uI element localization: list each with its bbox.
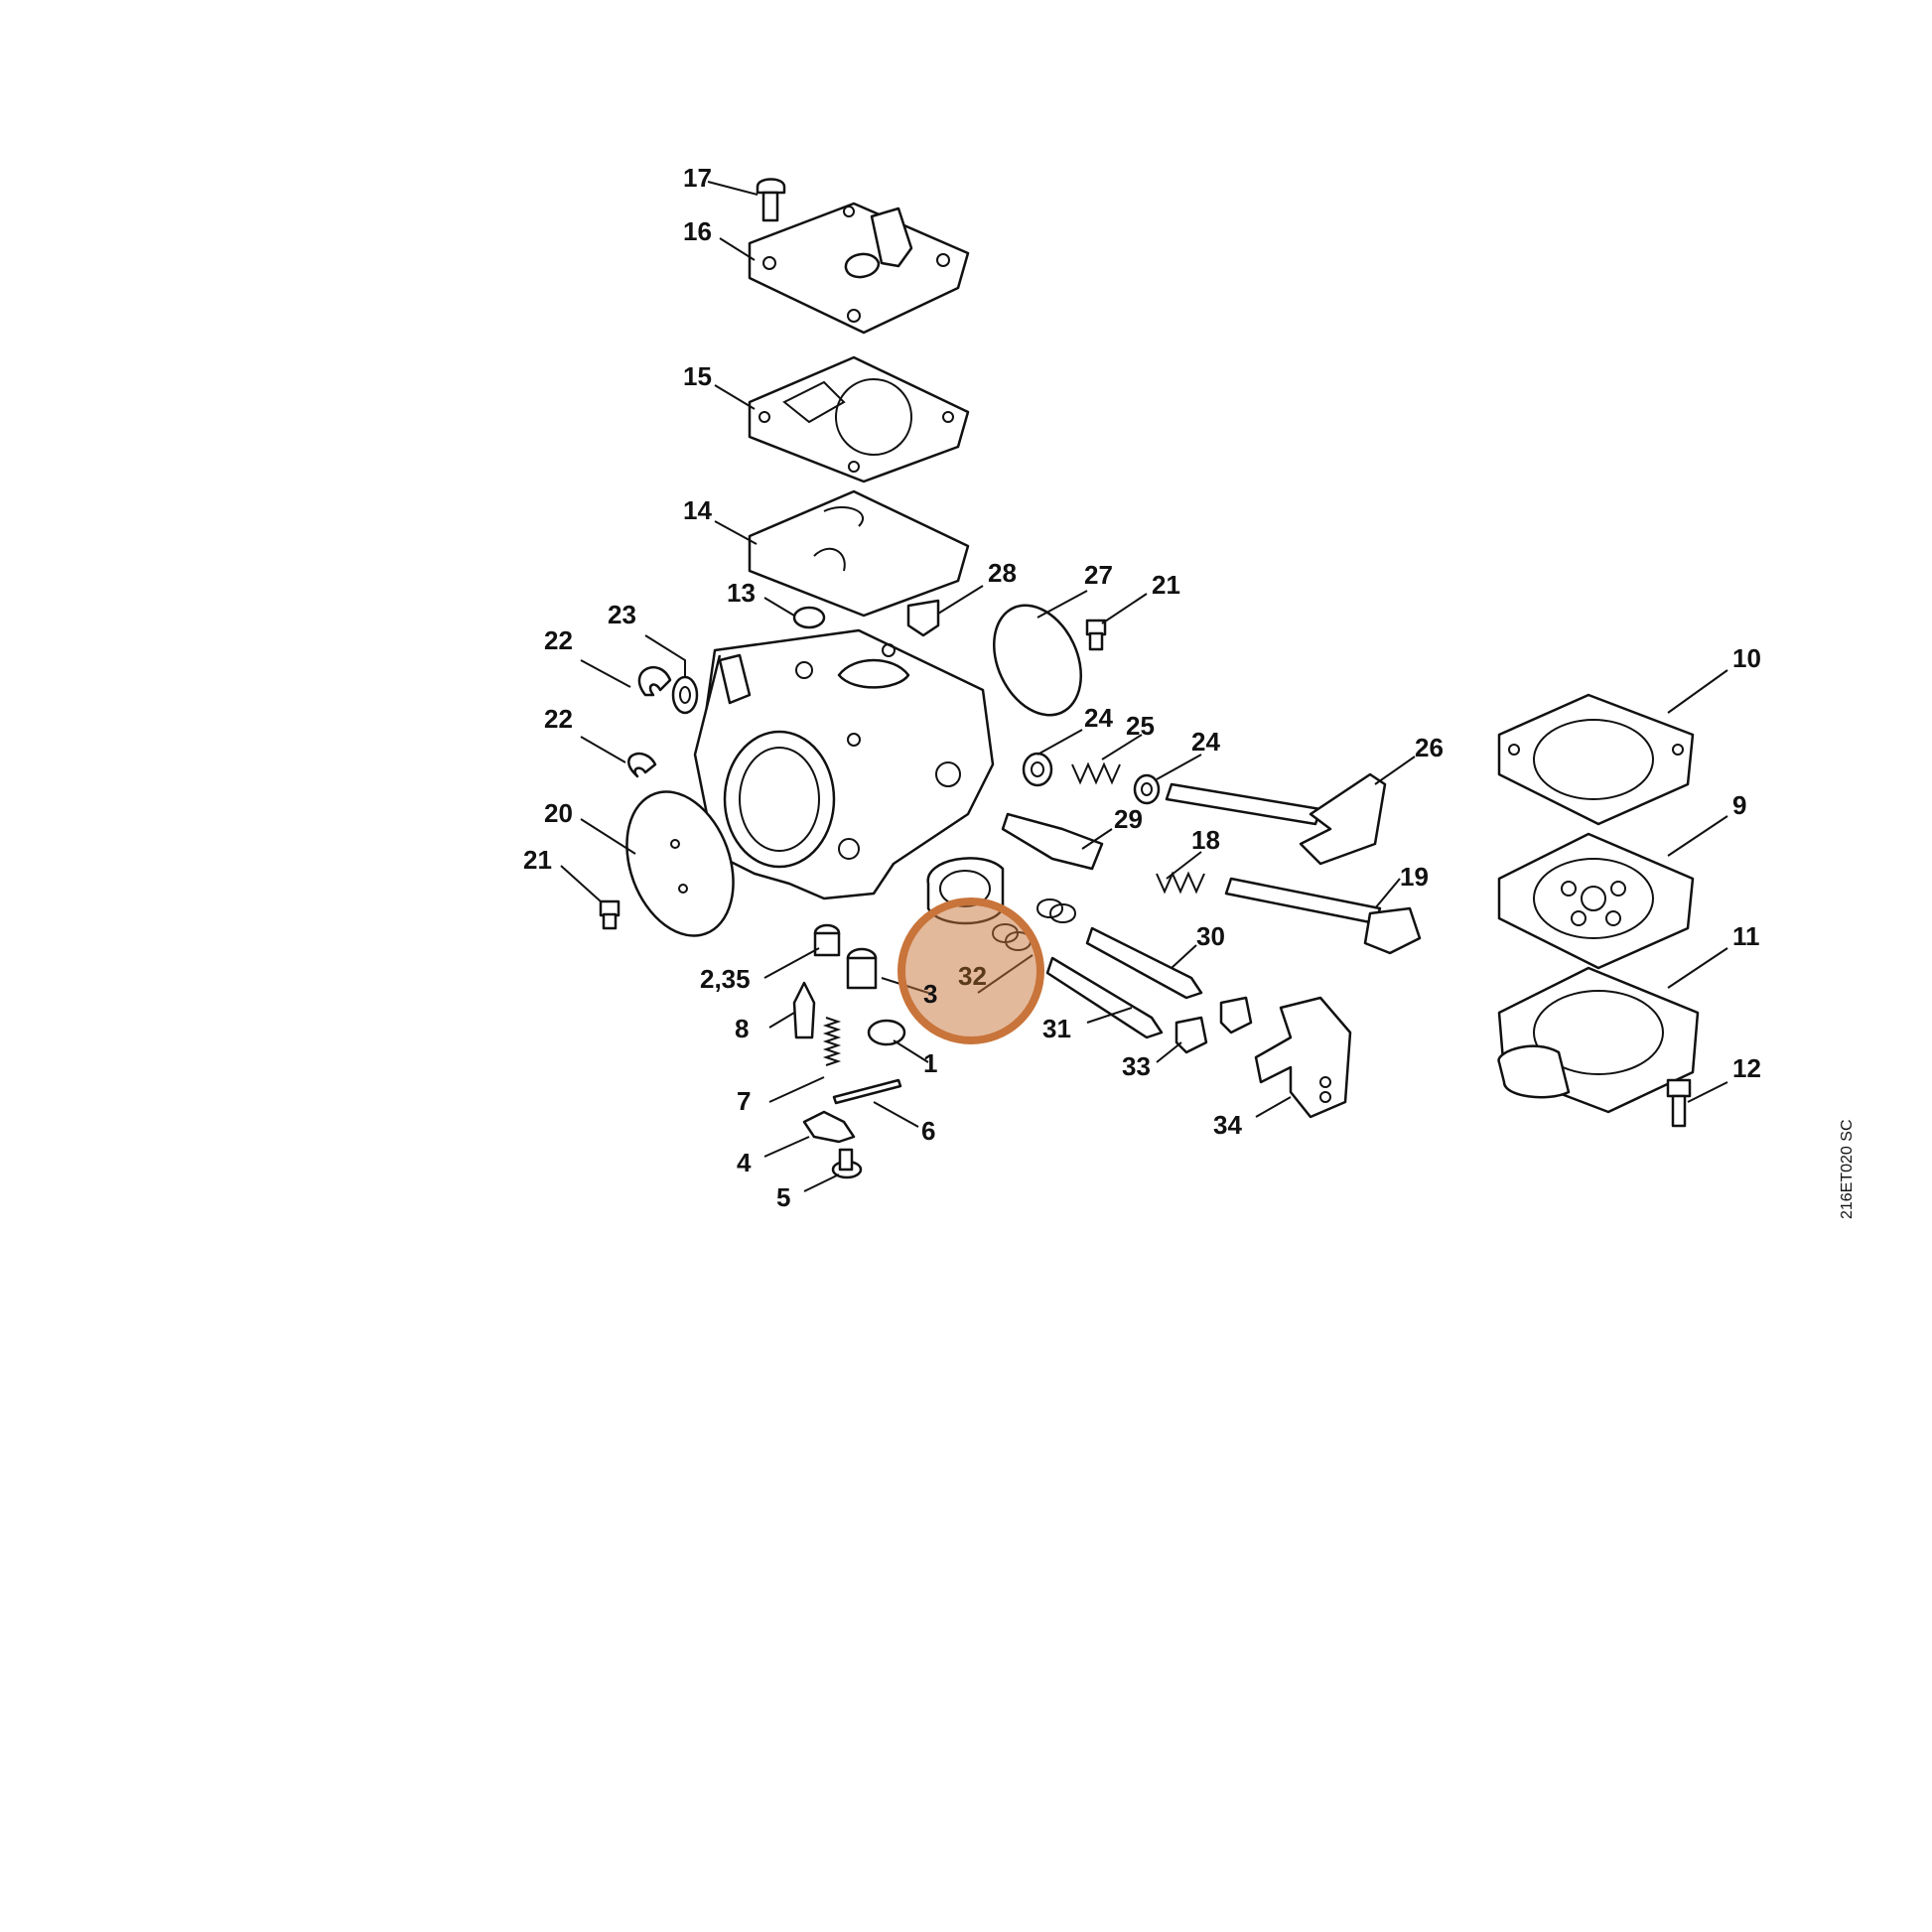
leader-lines <box>560 181 1728 1192</box>
part-plug-2-35 <box>813 923 841 957</box>
part-filter-screen <box>792 606 826 629</box>
part-limiter-bracket-34 <box>1254 996 1352 1119</box>
callout-23: 23 <box>608 600 636 629</box>
part-limiter-cap-33 <box>1174 1016 1208 1054</box>
callout-29: 29 <box>1114 804 1143 834</box>
callout-33: 33 <box>1122 1051 1151 1081</box>
part-valve-disc-27 <box>992 604 1083 717</box>
part-throttle-plate-20 <box>625 790 735 937</box>
part-spring-7 <box>822 1017 842 1066</box>
callout-14: 14 <box>683 495 712 525</box>
part-end-cover-11 <box>1497 966 1700 1114</box>
callout-21-top: 21 <box>1152 570 1180 600</box>
callout-24-right: 24 <box>1191 727 1220 757</box>
part-bushing-24-left <box>1022 752 1053 787</box>
callout-18: 18 <box>1191 825 1220 855</box>
callout-4: 4 <box>737 1148 752 1177</box>
part-screw-12 <box>1666 1078 1692 1128</box>
part-low-speed-needle-31 <box>1045 956 1164 1039</box>
callout-15: 15 <box>683 361 712 391</box>
callout-25: 25 <box>1126 711 1155 741</box>
part-pin-6 <box>832 1078 902 1105</box>
callout-31: 31 <box>1042 1014 1071 1043</box>
part-throttle-shaft-19 <box>1224 877 1422 955</box>
part-circlip-22-bottom <box>627 752 657 778</box>
part-screw-21-top <box>1085 619 1107 651</box>
part-limiter-cap-top <box>1219 996 1253 1035</box>
part-ring-1 <box>867 1019 906 1046</box>
callout-21-left: 21 <box>523 845 552 875</box>
part-gasket-15 <box>748 355 970 483</box>
part-gasket-10 <box>1497 693 1695 826</box>
part-choke-shaft-26 <box>1165 772 1387 866</box>
part-screw-5 <box>831 1148 863 1179</box>
part-washer-23 <box>671 675 699 715</box>
part-diaphragm-9 <box>1497 832 1695 970</box>
callout-30: 30 <box>1196 921 1225 951</box>
callout-10: 10 <box>1732 643 1761 673</box>
part-bushing-24-right <box>1133 773 1161 805</box>
callout-6: 6 <box>921 1116 935 1146</box>
callout-11: 11 <box>1732 921 1760 951</box>
callout-13: 13 <box>727 578 756 608</box>
callout-28: 28 <box>988 558 1017 588</box>
part-spring-25 <box>1071 761 1121 785</box>
callout-12: 12 <box>1732 1053 1761 1083</box>
callout-32: 32 <box>958 961 987 991</box>
part-diaphragm-14 <box>748 489 970 618</box>
part-spring-18 <box>1156 871 1205 895</box>
callout-16: 16 <box>683 216 712 246</box>
part-cover-screw <box>756 178 786 222</box>
part-screw-21-left <box>599 899 621 930</box>
callout-34: 34 <box>1213 1110 1242 1140</box>
callout-19: 19 <box>1400 862 1429 892</box>
highlight-ring <box>897 897 1044 1044</box>
callout-24-left: 24 <box>1084 703 1113 733</box>
callout-7: 7 <box>737 1086 751 1116</box>
part-high-speed-needle-30 <box>1085 926 1203 1000</box>
callout-5: 5 <box>776 1182 790 1212</box>
callout-17: 17 <box>683 163 712 193</box>
part-throttle-lever-29 <box>1001 812 1104 871</box>
part-carburetor-body <box>693 628 995 900</box>
part-pump-cover <box>748 202 970 335</box>
callout-2-35: 2,35 <box>700 964 751 994</box>
callout-9: 9 <box>1732 790 1746 820</box>
callout-1: 1 <box>923 1048 937 1078</box>
callout-8: 8 <box>735 1014 749 1043</box>
part-plug-28 <box>906 599 940 637</box>
part-seat-3 <box>846 947 878 990</box>
callout-22-top: 22 <box>544 625 573 655</box>
part-inlet-lever-4 <box>802 1110 856 1144</box>
part-inlet-needle-8 <box>792 981 816 1039</box>
callout-20: 20 <box>544 798 573 828</box>
document-code: 216ET020 SC <box>1839 1119 1856 1219</box>
part-spring-pair <box>1036 898 1077 923</box>
callout-3: 3 <box>923 979 937 1009</box>
part-circlip-22-top <box>637 666 672 697</box>
callout-27: 27 <box>1084 560 1113 590</box>
callout-22-bottom: 22 <box>544 704 573 734</box>
callout-labels: 17 16 15 14 13 28 27 21 23 22 22 20 21 2… <box>523 163 1761 1212</box>
callout-26: 26 <box>1415 733 1444 762</box>
